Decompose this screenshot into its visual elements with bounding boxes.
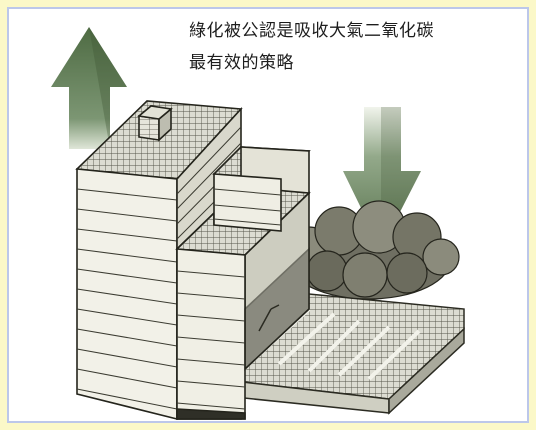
green-building-illustration xyxy=(51,27,465,421)
lamp-post xyxy=(258,304,280,332)
figure-caption: 綠化被公認是吸收大氣二氧化碳 最有效的策略 xyxy=(189,15,527,79)
building xyxy=(75,100,311,421)
figure-panel: 綠化被公認是吸收大氣二氧化碳 最有效的策略 xyxy=(7,7,529,423)
caption-line-1: 綠化被公認是吸收大氣二氧化碳 xyxy=(189,21,434,41)
shrub-cluster xyxy=(280,200,460,300)
arrow-up-icon xyxy=(51,27,127,149)
caption-line-2: 最有效的策略 xyxy=(189,53,294,73)
